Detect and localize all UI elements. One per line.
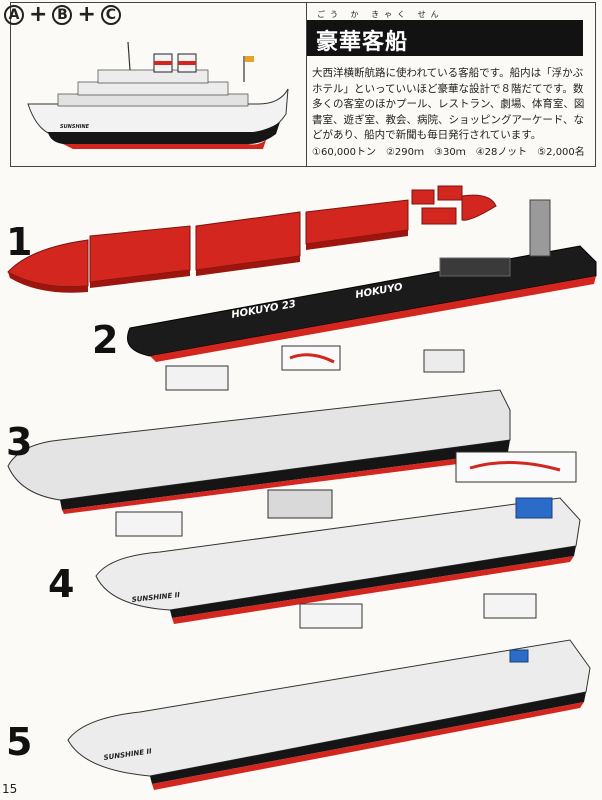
step4-superstructure: SUNSHINE II — [95, 489, 581, 624]
title-ruby: ごう か きゃく せん — [317, 10, 444, 19]
set-formula: A + B + C — [4, 2, 121, 28]
thumb-hull-name: SUNSHINE — [60, 124, 90, 130]
step-number: 5 — [6, 720, 33, 764]
finished-ship-illustration: SUNSHINE — [27, 41, 289, 149]
ship-description: 大西洋横断航路に使われている客船です。船内は「浮かぶホテル」といっていいほど豪華… — [312, 67, 585, 142]
step-number: 2 — [92, 318, 119, 362]
step-number: 3 — [6, 420, 33, 464]
step5-finished-deck: SUNSHINE II — [67, 593, 591, 790]
info-box — [10, 2, 596, 167]
step-number: 1 — [6, 220, 33, 264]
info-divider — [306, 3, 307, 166]
ship-specs: ①60,000トン ②290ｍ ③30ｍ ④28ノット ⑤2,000名 — [312, 147, 585, 158]
page-number: 15 — [2, 782, 18, 796]
step1-red-plates — [7, 185, 497, 293]
flag-icon — [245, 56, 254, 62]
plus-sign: + — [29, 2, 48, 27]
brick-callout — [165, 365, 229, 391]
step-number: 4 — [48, 562, 75, 606]
step2-black-hull: HOKUYO 23 HOKUYO — [127, 199, 597, 362]
set-c-badge: C — [100, 5, 121, 25]
plus-sign: + — [77, 2, 96, 27]
set-b-badge: B — [52, 5, 73, 25]
page-title: 豪華客船 — [316, 30, 409, 55]
title-banner — [307, 20, 583, 56]
step3-grey-deck — [7, 345, 577, 514]
set-a-badge: A — [4, 5, 24, 25]
